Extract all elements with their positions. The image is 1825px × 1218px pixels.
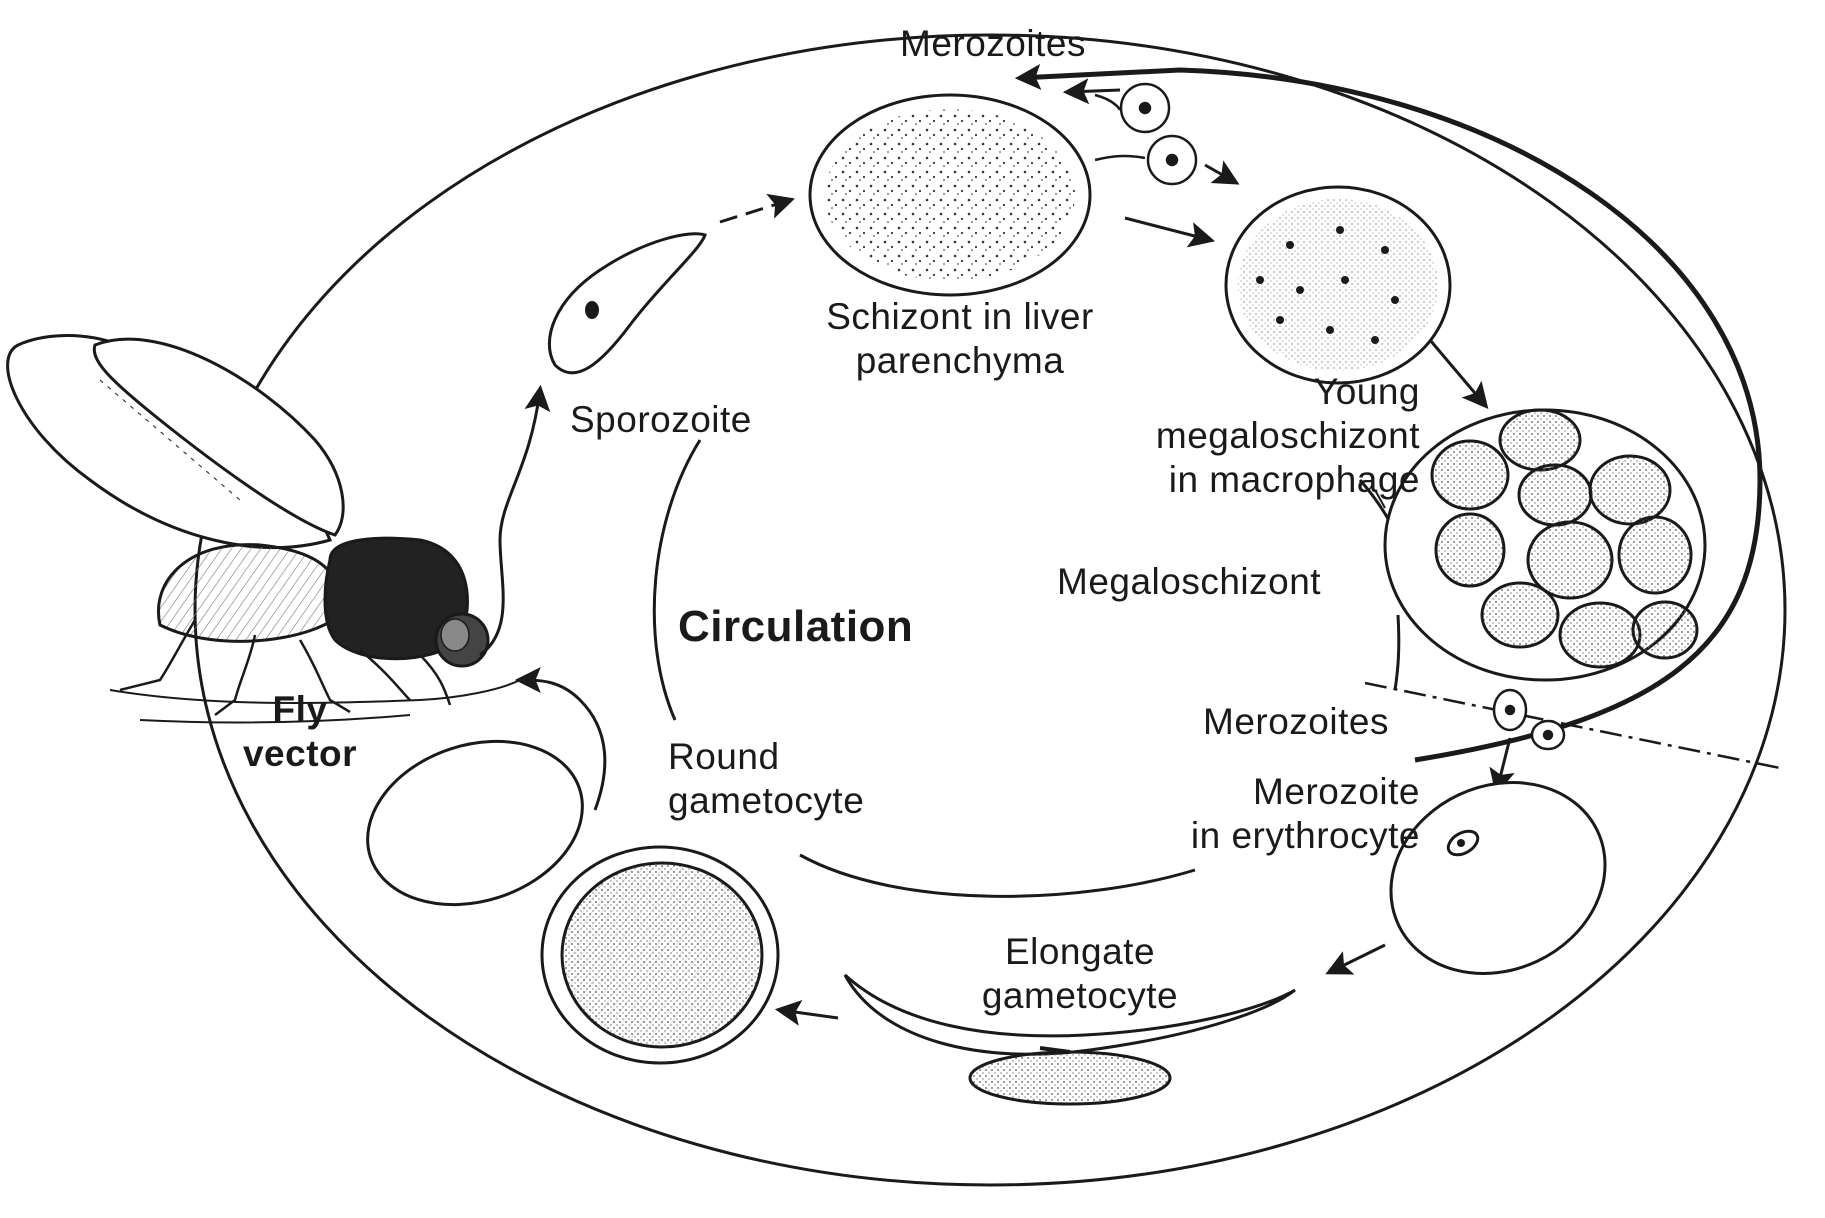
arrow-elongate-to-round: [780, 1010, 838, 1018]
arrow-young-to-megalo: [1430, 340, 1485, 405]
schizont-cell-icon: [810, 95, 1090, 295]
arrow-fly-to-sporozoite: [480, 390, 540, 655]
fly-outer-arc-gap: [290, 360, 305, 412]
arrow-erythrocyte-to-elongate: [1330, 945, 1385, 972]
round-gametocyte-icon: [542, 847, 778, 1063]
round-gametocyte-label: Round gametocyte: [668, 735, 864, 823]
merozoite-erythrocyte-label: Merozoite in erythrocyte: [1040, 770, 1420, 858]
fly-icon: [8, 336, 520, 723]
dash-dot-line: [1365, 683, 1780, 768]
sporozoite-cell-icon: [549, 234, 705, 373]
elongate-gametocyte-label: Elongate gametocyte: [900, 930, 1260, 1018]
arrow-schizont-to-young: [1125, 218, 1210, 240]
sporozoite-label: Sporozoite: [570, 398, 752, 442]
young-megaloschizont-cell-icon: [1226, 187, 1450, 383]
circulation-label: Circulation: [678, 605, 913, 649]
merozoites-right-label: Merozoites: [1203, 700, 1389, 744]
arrow-sporozoite-to-schizont: [720, 200, 790, 222]
merozoites-top-label: Merozoites: [900, 22, 1086, 66]
megaloschizont-label: Megaloschizont: [1057, 560, 1321, 604]
fly-vector-label: Fly vector: [210, 688, 390, 776]
young-megaloschizont-label: Young megaloschizont in macrophage: [1040, 370, 1420, 502]
merozoite-cell-icon: [1095, 84, 1196, 184]
megaloschizont-cell-icon: [1385, 410, 1705, 680]
